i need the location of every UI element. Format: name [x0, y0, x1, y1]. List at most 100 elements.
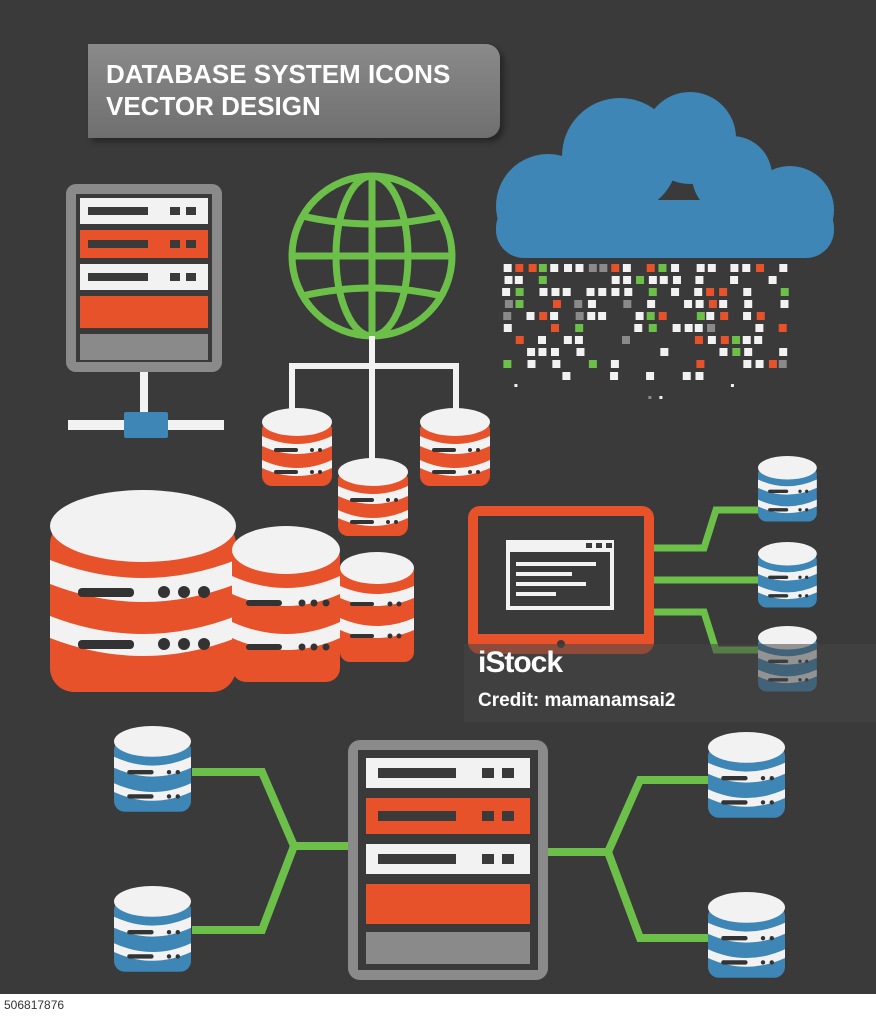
data-pixel — [719, 348, 728, 356]
banner-title-line1: DATABASE SYSTEM ICONS — [106, 59, 451, 89]
data-pixel — [576, 348, 585, 356]
data-pixel — [706, 288, 715, 296]
data-pixel — [778, 360, 787, 368]
data-pixel — [624, 288, 633, 296]
data-pixel — [756, 264, 765, 272]
data-pixel — [696, 264, 705, 272]
data-pixel — [755, 324, 764, 332]
watermark-brand: iStock — [478, 646, 563, 679]
data-pixel — [575, 312, 584, 320]
data-pixel — [694, 288, 703, 296]
data-pixel — [586, 288, 595, 296]
data-pixel — [695, 276, 704, 284]
data-pixel — [623, 300, 632, 308]
data-pixel — [707, 264, 716, 272]
monitor-icon — [468, 506, 654, 654]
data-pixel — [780, 288, 789, 296]
data-pixel — [695, 300, 704, 308]
data-pixel — [768, 276, 777, 284]
data-pixel — [550, 312, 559, 320]
data-pixel — [682, 372, 691, 380]
database-icon — [420, 408, 490, 486]
data-pixel — [658, 312, 667, 320]
data-pixel — [562, 372, 571, 380]
data-pixel — [743, 360, 752, 368]
data-pixel — [623, 276, 632, 284]
database-icon — [338, 458, 408, 536]
data-pixel — [695, 372, 704, 380]
watermark-credit: Credit: mamanamsai2 — [478, 690, 676, 711]
database-icon — [114, 726, 191, 812]
data-pixel — [744, 300, 753, 308]
data-pixel — [744, 348, 753, 356]
database-icon — [340, 552, 414, 662]
data-pixel — [563, 336, 572, 344]
data-pixel — [527, 360, 536, 368]
data-pixel — [659, 276, 668, 284]
data-pixel — [622, 336, 631, 344]
data-pixel — [514, 276, 523, 284]
data-pixel — [684, 300, 693, 308]
data-pixel — [599, 264, 608, 272]
data-pixel — [611, 264, 620, 272]
data-pixel — [694, 336, 703, 344]
data-pixel — [707, 336, 716, 344]
data-pixel — [672, 324, 681, 332]
data-pixel — [526, 312, 535, 320]
database-icon — [708, 732, 786, 818]
data-pixel — [551, 288, 560, 296]
data-pixel — [538, 264, 547, 272]
database-icon — [758, 542, 817, 608]
image-number: 506817876 — [4, 998, 65, 1012]
data-pixel — [648, 288, 657, 296]
title-banner — [88, 44, 500, 138]
data-pixel — [598, 288, 607, 296]
data-pixel — [588, 264, 597, 272]
data-pixel — [503, 360, 512, 368]
data-pixel — [730, 276, 739, 284]
data-pixel — [539, 312, 548, 320]
server-rack-icon — [348, 740, 548, 980]
database-icon — [114, 886, 191, 972]
data-pixel — [684, 324, 693, 332]
watermark-bar — [464, 644, 876, 722]
data-pixel — [539, 288, 548, 296]
data-pixel — [575, 324, 584, 332]
data-pixel — [779, 264, 788, 272]
data-pixel — [730, 264, 739, 272]
data-pixel — [646, 264, 655, 272]
data-pixel — [514, 384, 518, 387]
data-pixel — [574, 336, 583, 344]
data-pixel — [515, 264, 524, 272]
data-pixel — [706, 312, 715, 320]
data-pixel — [538, 336, 547, 344]
globe-icon — [288, 172, 456, 340]
data-pixel — [742, 336, 751, 344]
data-pixel — [646, 312, 655, 320]
data-pixel — [598, 312, 607, 320]
data-pixel — [648, 396, 652, 399]
data-pixel — [708, 300, 717, 308]
data-pixel — [659, 396, 663, 399]
data-pixel — [552, 300, 561, 308]
data-pixel — [636, 276, 645, 284]
data-pixel — [587, 300, 596, 308]
database-icon — [232, 526, 340, 682]
data-pixel — [564, 264, 573, 272]
data-pixel — [672, 276, 681, 284]
data-pixel — [648, 276, 657, 284]
connector-lines — [654, 506, 760, 654]
data-pixel — [550, 264, 559, 272]
data-pixel — [696, 360, 705, 368]
data-pixel — [504, 276, 513, 284]
data-pixel — [611, 276, 620, 284]
data-pixel — [551, 324, 560, 332]
data-pixel — [720, 312, 729, 320]
data-pixel — [552, 360, 561, 368]
data-pixel — [779, 348, 788, 356]
banner-title-line2: VECTOR DESIGN — [106, 91, 321, 121]
data-pixel — [742, 264, 751, 272]
data-pixel — [658, 264, 667, 272]
data-pixel — [550, 348, 559, 356]
